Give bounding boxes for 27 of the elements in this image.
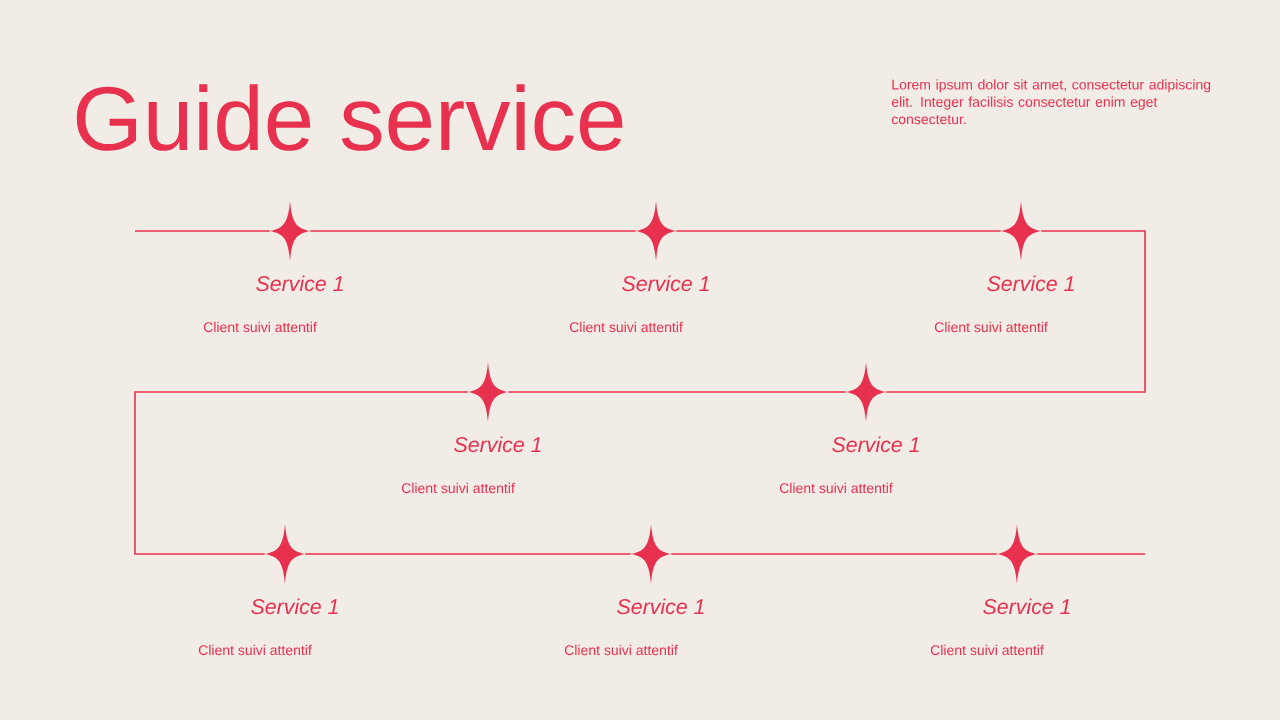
connector-line: [134, 230, 271, 232]
service-description: Client suivi attentif: [779, 482, 893, 494]
connector-line: [670, 553, 998, 555]
service-title: Service 1: [987, 275, 1074, 292]
service-description: Client suivi attentif: [934, 321, 1048, 333]
connector-line: [304, 553, 632, 555]
service-title: Service 1: [454, 436, 541, 453]
service-title: Service 1: [251, 598, 338, 615]
connector-line: [885, 230, 1146, 393]
connector-line: [134, 391, 469, 555]
service-description: Client suivi attentif: [564, 644, 678, 656]
service-title: Service 1: [622, 275, 709, 292]
description-text: Lorem ipsum dolor sit amet, consectetur adipiscing elit. Integer facilisis consectetur enim eget consectetur.: [891, 79, 1211, 125]
connector-line: [309, 230, 637, 232]
service-description: Client suivi attentif: [198, 644, 312, 656]
service-title: Service 1: [832, 436, 919, 453]
title: Guide service: [76, 84, 623, 151]
service-title: Service 1: [617, 598, 704, 615]
service-description: Client suivi attentif: [401, 482, 515, 494]
service-title: Service 1: [983, 598, 1070, 615]
connector-line: [507, 391, 847, 393]
connector-line: [1036, 553, 1146, 555]
service-title: Service 1: [256, 275, 343, 292]
connector-line: [675, 230, 1002, 232]
service-description: Client suivi attentif: [930, 644, 1044, 656]
service-description: Client suivi attentif: [569, 321, 683, 333]
service-description: Client suivi attentif: [203, 321, 317, 333]
